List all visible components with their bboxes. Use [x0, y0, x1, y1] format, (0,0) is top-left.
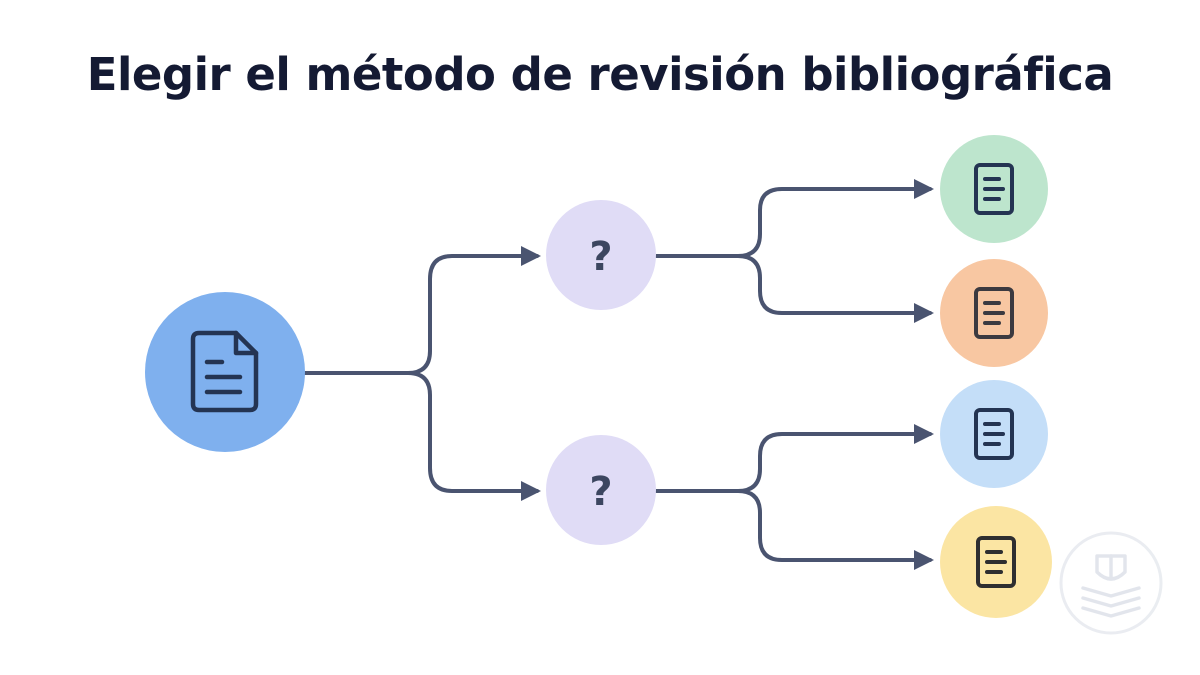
document-icon — [974, 408, 1014, 460]
decision-node-2-circle — [546, 435, 656, 545]
connector-decision-2-to-outcome-3 — [655, 424, 934, 493]
decision-node-1: ? — [546, 200, 656, 310]
question-mark-label: ? — [589, 234, 612, 280]
decision-node-1-circle — [546, 200, 656, 310]
connector-decision-1-to-outcome-1 — [655, 179, 934, 258]
decision-2-connectors — [655, 424, 934, 570]
book-shield-icon — [1059, 531, 1163, 635]
root-node — [145, 292, 305, 452]
outcome-node-1 — [940, 135, 1048, 243]
root-connectors — [302, 246, 541, 501]
connector-decision-2-to-outcome-4 — [655, 489, 934, 570]
root-node-circle — [145, 292, 305, 452]
decision-1-connectors — [655, 179, 934, 323]
connector-decision-1-to-outcome-2 — [655, 254, 934, 323]
document-icon — [976, 536, 1016, 588]
outcome-node-3 — [940, 380, 1048, 488]
diagram-title: Elegir el método de revisión bibliográfi… — [86, 48, 1114, 101]
document-icon — [974, 163, 1014, 215]
outcome-node-4 — [940, 506, 1052, 618]
outcome-node-2 — [940, 259, 1048, 367]
connector-root-to-decision-2 — [302, 371, 541, 501]
connector-root-to-decision-1 — [302, 246, 541, 375]
document-icon — [974, 287, 1014, 339]
document-icon — [190, 330, 259, 413]
question-mark-label: ? — [589, 469, 612, 515]
decision-node-2: ? — [546, 435, 656, 545]
